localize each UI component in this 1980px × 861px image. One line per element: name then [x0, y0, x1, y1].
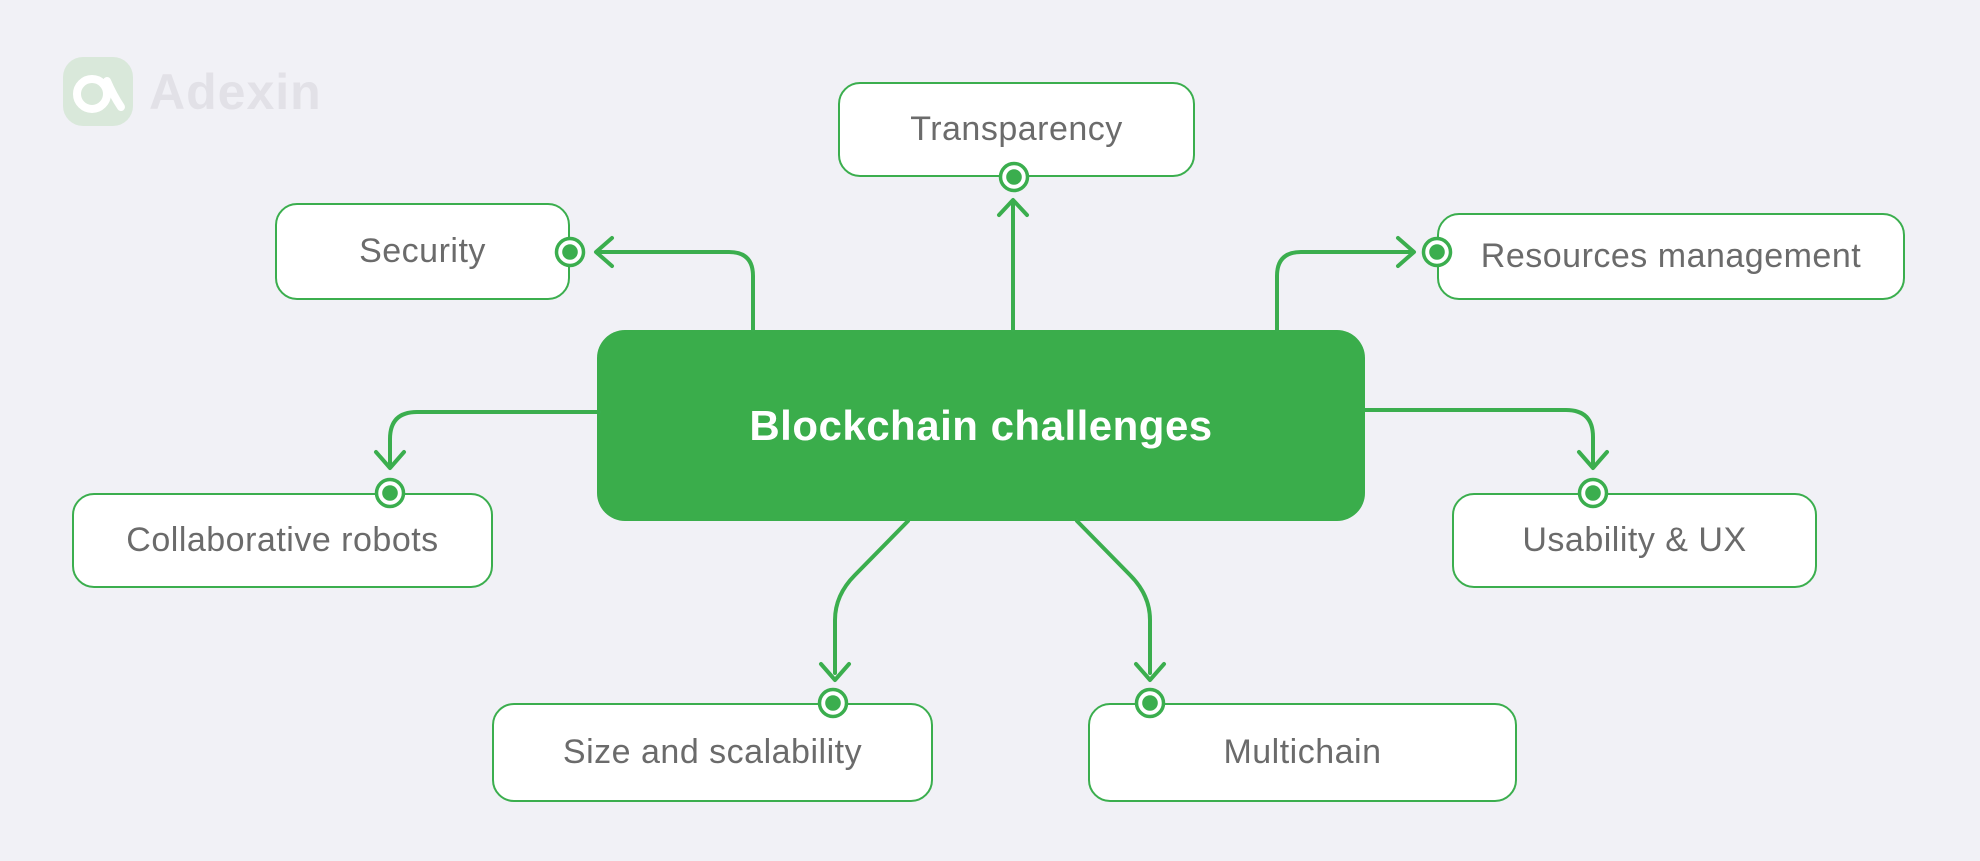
node-resources-management: Resources management	[1437, 213, 1905, 300]
arrowhead-multichain-icon	[1134, 662, 1166, 682]
arrowhead-collaborative-icon	[374, 450, 406, 470]
node-resources-management-label: Resources management	[1480, 237, 1862, 275]
brand-logo: Adexin	[63, 57, 322, 126]
node-multichain-label: Multichain	[1223, 733, 1382, 771]
connector-usability	[1361, 408, 1595, 465]
node-transparency-label: Transparency	[910, 110, 1123, 148]
node-usability-ux-label: Usability & UX	[1522, 521, 1747, 559]
node-size-scalability-label: Size and scalability	[562, 733, 863, 771]
arrowhead-size-icon	[819, 662, 851, 682]
center-node-label: Blockchain challenges	[749, 401, 1213, 449]
node-security: Security	[275, 203, 570, 300]
node-usability-ux: Usability & UX	[1452, 493, 1817, 588]
node-collaborative-robots: Collaborative robots	[72, 493, 493, 588]
connector-resources	[1275, 250, 1413, 332]
connector-multichain	[1075, 519, 1152, 675]
arrowhead-usability-icon	[1577, 450, 1609, 470]
node-multichain: Multichain	[1088, 703, 1517, 802]
node-transparency: Transparency	[838, 82, 1195, 177]
connector-size	[833, 519, 910, 675]
arrowhead-resources-icon	[1396, 236, 1416, 268]
node-size-scalability: Size and scalability	[492, 703, 933, 802]
connector-security	[597, 250, 755, 332]
adexin-a-icon	[63, 57, 133, 126]
node-security-label: Security	[359, 232, 486, 270]
node-collaborative-robots-label: Collaborative robots	[126, 521, 439, 559]
center-node: Blockchain challenges	[597, 330, 1365, 521]
arrowhead-transparency-icon	[997, 198, 1029, 217]
connector-collaborative	[388, 410, 601, 465]
arrowhead-security-icon	[594, 236, 614, 268]
brand-name: Adexin	[149, 63, 322, 120]
